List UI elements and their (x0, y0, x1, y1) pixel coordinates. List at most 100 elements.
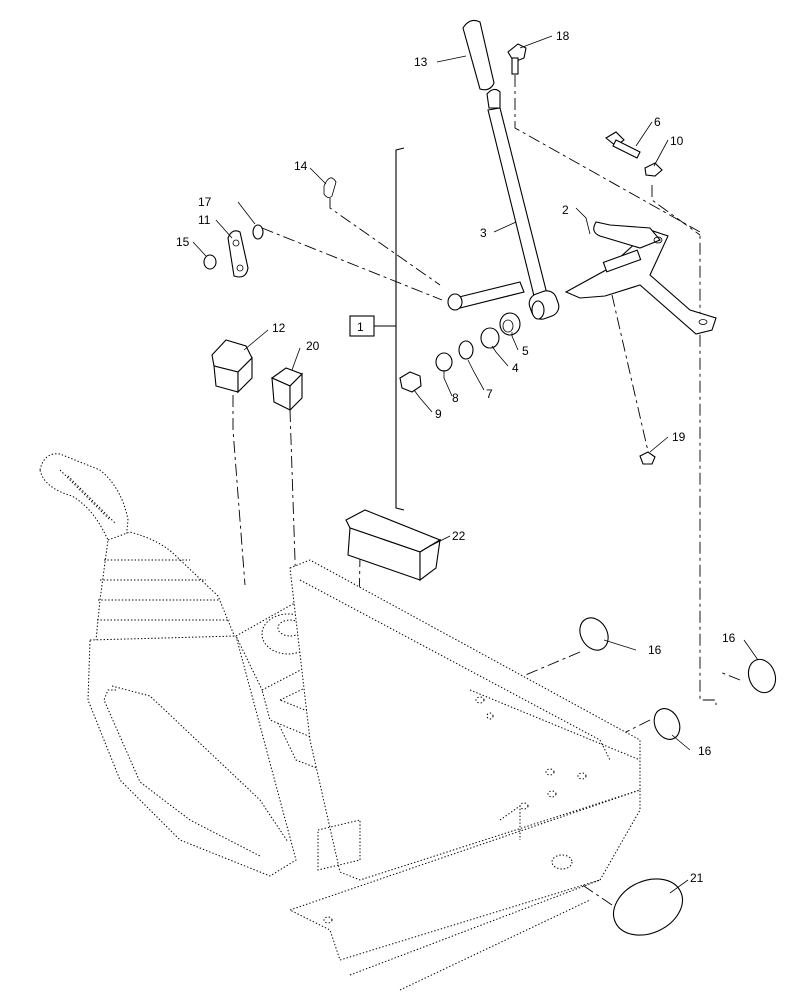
joystick-grip-detail (59, 469, 111, 521)
leader-22 (429, 535, 451, 547)
leader-lines (192, 35, 759, 894)
joystick-grip (39, 453, 129, 546)
callout-12: 12 (272, 321, 286, 335)
center-line-washer-17 (261, 227, 443, 301)
console-foot (317, 819, 361, 871)
link-hole-bottom (236, 264, 244, 272)
callout-17: 17 (198, 195, 212, 209)
pod-panel (103, 689, 261, 857)
console-pod-left (87, 635, 297, 877)
callout-labels: 1 2 3 4 5 6 7 8 9 10 11 12 13 14 15 16 1… (176, 29, 736, 885)
hardware (203, 43, 663, 465)
bolt-shank-6 (612, 139, 641, 159)
leader-2 (575, 207, 591, 235)
bushing-5-bore (502, 319, 514, 333)
frame-hole-4 (577, 772, 587, 780)
leader-6 (635, 121, 653, 147)
frame-hole-1 (475, 696, 485, 704)
frame-mid-edge (469, 689, 641, 761)
frame-hole-2 (486, 712, 494, 720)
switches (211, 339, 303, 412)
leader-15 (192, 241, 207, 257)
switch-20-side (289, 372, 303, 412)
pivot-rod-end (447, 293, 463, 311)
cover-plate-22 (345, 509, 442, 582)
leader-13 (436, 55, 467, 63)
shift-lever-assembly (447, 19, 560, 320)
leader-11 (215, 219, 233, 239)
washer-8 (435, 352, 453, 372)
center-line-pin-14 (329, 198, 441, 286)
nut-9 (399, 371, 422, 393)
callout-14: 14 (294, 159, 308, 173)
console-foot-2 (499, 805, 521, 840)
leader-16b (743, 639, 759, 661)
frame-hole-5 (547, 790, 557, 798)
lower-rail-edge-2 (399, 899, 591, 991)
callout-18: 18 (556, 29, 570, 43)
callout-16-c: 16 (698, 744, 712, 758)
callout-9: 9 (435, 407, 442, 421)
callout-16-b: 16 (722, 631, 736, 645)
plugs (579, 617, 777, 936)
center-line-nut-19 (611, 294, 651, 461)
lower-rail-edge (349, 879, 601, 976)
frame-slot (551, 854, 573, 870)
joystick-grip-detail-2 (67, 475, 117, 525)
bracket-line (395, 147, 405, 511)
lower-rail (288, 789, 641, 961)
callout-7: 7 (486, 387, 493, 401)
leader-14 (309, 167, 327, 185)
bracket-stud (602, 249, 642, 273)
rail-hole (323, 916, 333, 924)
leader-18 (519, 35, 553, 49)
callout-6: 6 (654, 115, 661, 129)
leader-3 (493, 221, 517, 233)
leader-19 (649, 436, 669, 453)
center-line-bolt-18 (514, 75, 717, 705)
callout-21: 21 (690, 871, 704, 885)
center-line-plug-16a (489, 651, 581, 691)
lever-tip (486, 88, 501, 109)
leader-12 (243, 329, 269, 351)
callout-19: 19 (672, 430, 686, 444)
leader-21 (669, 879, 689, 894)
bracket-foot-hole (698, 319, 708, 325)
bracket-hook (593, 221, 661, 249)
washer-4 (480, 327, 500, 349)
callout-5: 5 (522, 344, 529, 358)
leader-9 (413, 389, 433, 413)
plug-16-b (747, 658, 777, 694)
bolt-shank-18 (511, 57, 519, 75)
callout-13: 13 (414, 55, 428, 69)
lever-pivot-rod (454, 281, 525, 309)
leader-16c (671, 734, 691, 751)
washer-7 (458, 340, 474, 360)
leader-17 (237, 201, 256, 225)
cotter-pin-14 (323, 177, 337, 198)
callout-15: 15 (176, 235, 190, 249)
frame-hole-3 (545, 768, 555, 776)
plug-16-c (653, 708, 681, 740)
bushing-bore (531, 300, 545, 320)
center-line-switch-12 (232, 395, 246, 586)
callout-8: 8 (452, 391, 459, 405)
leader-10 (653, 139, 669, 167)
leader-7 (467, 359, 485, 391)
callout-16-a: 16 (648, 643, 662, 657)
nut-10 (644, 162, 663, 177)
callout-box-1 (349, 315, 375, 337)
washer-15 (203, 254, 217, 270)
group-bracket-1 (349, 147, 405, 511)
leader-4 (491, 345, 509, 367)
lever-knob (462, 19, 495, 91)
leader-16a (603, 639, 637, 651)
console-housing (39, 453, 641, 991)
switch-12-side (237, 356, 253, 394)
bracket-hole (653, 236, 663, 244)
leader-5 (511, 332, 519, 351)
callout-2: 2 (562, 203, 569, 217)
leader-8 (443, 370, 453, 397)
console-frame (289, 559, 641, 881)
